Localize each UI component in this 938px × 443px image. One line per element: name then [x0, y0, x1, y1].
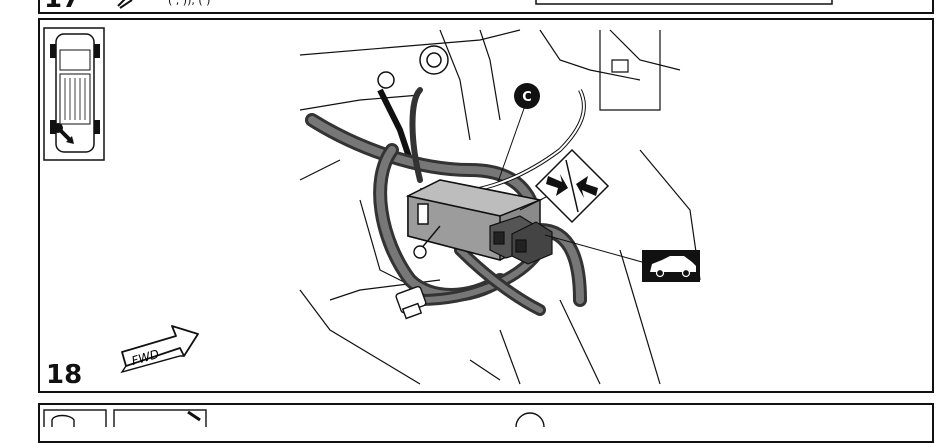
next-step-icons [43, 409, 545, 427]
callout-c-badge [514, 83, 540, 109]
body-panel-lines [299, 29, 701, 385]
step-number: 18 [46, 360, 83, 390]
callout-c-label: C [522, 90, 532, 105]
connect-arrows-icon [534, 148, 610, 224]
loose-connector [395, 285, 427, 320]
fwd-arrow-icon [120, 325, 199, 374]
previous-step-caption: ( , )), ( ) [168, 0, 211, 7]
harness-connectors [489, 215, 553, 265]
mounting-stud [377, 45, 449, 161]
previous-step-number: 17 [44, 0, 80, 14]
installation-illustration: FWD [43, 0, 833, 427]
mounting-screw [413, 225, 441, 259]
car-side-icon [642, 250, 700, 282]
vehicle-top-view-icon [43, 27, 105, 161]
previous-step-icon [117, 0, 133, 9]
previous-step-caption-box [535, 0, 833, 5]
